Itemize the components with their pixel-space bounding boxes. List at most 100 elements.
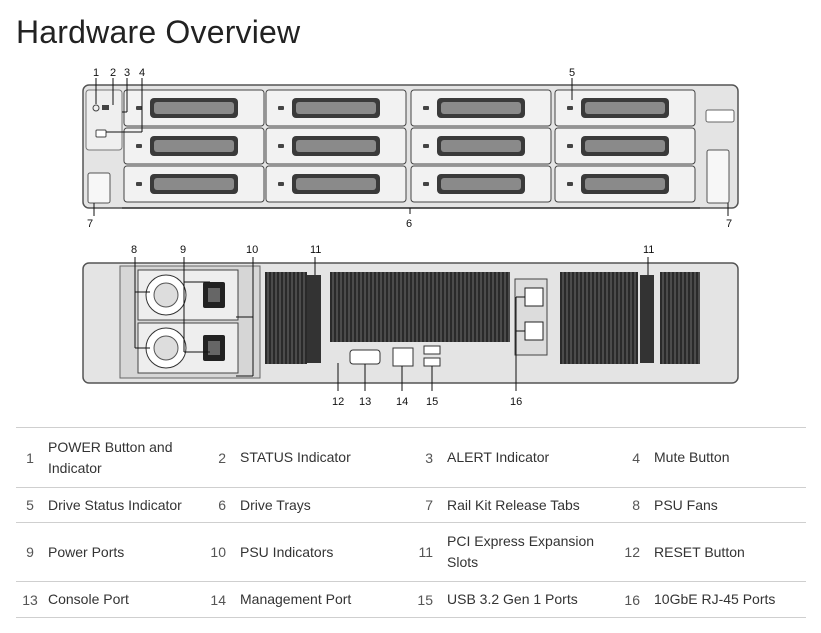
callout-6: 6	[406, 218, 412, 230]
callout-15: 15	[426, 396, 438, 408]
callout-11-right: 11	[643, 244, 654, 256]
callout-12: 12	[332, 396, 344, 408]
legend-label: STATUS Indicator	[236, 427, 405, 488]
drive-status-indicator	[136, 182, 142, 186]
rear-panel: 8 9 10 11 11 12 13 14 15 16	[82, 244, 739, 408]
callout-7-right: 7	[726, 218, 732, 230]
legend-num: 4	[612, 427, 650, 488]
model-badge	[705, 109, 735, 123]
callout-2: 2	[110, 67, 116, 79]
pcie-slot-1	[307, 275, 321, 363]
pcie-slot-2	[640, 275, 654, 363]
legend-num: 9	[16, 522, 44, 582]
legend-num: 1	[16, 427, 44, 488]
legend-label: Rail Kit Release Tabs	[443, 487, 612, 523]
drive-status-indicator	[136, 106, 142, 110]
legend-label: PCI Express Expansion Slots	[443, 522, 612, 582]
legend-num: 8	[612, 487, 650, 523]
usb-port-2	[423, 357, 441, 367]
legend-num: 2	[198, 427, 236, 488]
drive-tray	[265, 127, 407, 165]
legend-label: POWER Button and Indicator	[44, 427, 198, 488]
callout-13: 13	[359, 396, 371, 408]
drive-tray	[554, 165, 696, 203]
legend-num: 6	[198, 487, 236, 523]
vent-grille	[265, 272, 307, 364]
usb-port-1	[423, 345, 441, 355]
drive-status-indicator	[567, 144, 573, 148]
callout-7-left: 7	[87, 218, 93, 230]
drive-status-indicator	[423, 144, 429, 148]
legend-label: USB 3.2 Gen 1 Ports	[443, 581, 612, 618]
legend-label: Console Port	[44, 581, 198, 618]
drive-status-indicator	[423, 106, 429, 110]
drive-status-indicator	[278, 106, 284, 110]
callout-8: 8	[131, 244, 137, 256]
drive-tray	[123, 89, 265, 127]
page-title: Hardware Overview	[16, 14, 301, 50]
legend-row: 5 Drive Status Indicator 6 Drive Trays 7…	[16, 487, 806, 523]
front-panel: 1 2 3 4 5 6 7 7	[82, 67, 739, 230]
legend-label: Mute Button	[650, 427, 806, 488]
vent-grille	[330, 272, 510, 342]
legend-row: 13 Console Port 14 Management Port 15 US…	[16, 581, 806, 618]
hardware-diagram: 1 2 3 4 5 6 7 7	[0, 60, 821, 415]
callout-3: 3	[124, 67, 130, 79]
legend-label: Management Port	[236, 581, 405, 618]
legend-num: 10	[198, 522, 236, 582]
drive-status-indicator	[136, 144, 142, 148]
callout-4: 4	[139, 67, 145, 79]
vent-grille	[660, 272, 700, 364]
console-port	[349, 349, 381, 365]
legend-num: 16	[612, 581, 650, 618]
legend-num: 11	[405, 522, 443, 582]
legend-num: 14	[198, 581, 236, 618]
callout-14: 14	[396, 396, 408, 408]
callout-1: 1	[93, 67, 99, 79]
drive-tray	[123, 165, 265, 203]
legend-row: 9 Power Ports 10 PSU Indicators 11 PCI E…	[16, 522, 806, 582]
drive-trays	[123, 89, 696, 203]
drive-tray	[123, 127, 265, 165]
rail-tab-left	[87, 172, 111, 204]
rj45-port-1	[524, 287, 544, 307]
legend-label: Power Ports	[44, 522, 198, 582]
legend-row: 1 POWER Button and Indicator 2 STATUS In…	[16, 427, 806, 488]
psu-2	[137, 322, 239, 374]
legend-num: 3	[405, 427, 443, 488]
vent-grilles	[265, 272, 700, 364]
callout-16: 16	[510, 396, 522, 408]
status-indicator	[102, 105, 109, 110]
rj45-port-2	[524, 321, 544, 341]
drive-tray	[265, 165, 407, 203]
drive-tray	[265, 89, 407, 127]
legend-num: 15	[405, 581, 443, 618]
legend-label: RESET Button	[650, 522, 806, 582]
callout-10: 10	[246, 244, 258, 256]
drive-status-indicator	[278, 144, 284, 148]
callout-9: 9	[180, 244, 186, 256]
legend-num: 5	[16, 487, 44, 523]
drive-status-indicator	[423, 182, 429, 186]
power-button-icon	[92, 104, 100, 112]
psu-1	[137, 269, 239, 321]
component-legend: 1 POWER Button and Indicator 2 STATUS In…	[16, 427, 806, 618]
drive-tray	[410, 165, 552, 203]
drive-status-indicator	[278, 182, 284, 186]
legend-label: ALERT Indicator	[443, 427, 612, 488]
management-port	[392, 347, 414, 367]
callout-11-left: 11	[310, 244, 321, 256]
legend-label: Drive Status Indicator	[44, 487, 198, 523]
drive-tray	[410, 127, 552, 165]
legend-num: 12	[612, 522, 650, 582]
drive-tray	[554, 127, 696, 165]
drive-tray	[410, 89, 552, 127]
legend-label: PSU Indicators	[236, 522, 405, 582]
legend-label: Drive Trays	[236, 487, 405, 523]
rail-tab-right	[706, 149, 730, 204]
callout-5: 5	[569, 67, 575, 79]
drive-status-indicator	[567, 182, 573, 186]
legend-label: 10GbE RJ-45 Ports	[650, 581, 806, 618]
mute-button	[95, 129, 107, 138]
legend-num: 7	[405, 487, 443, 523]
